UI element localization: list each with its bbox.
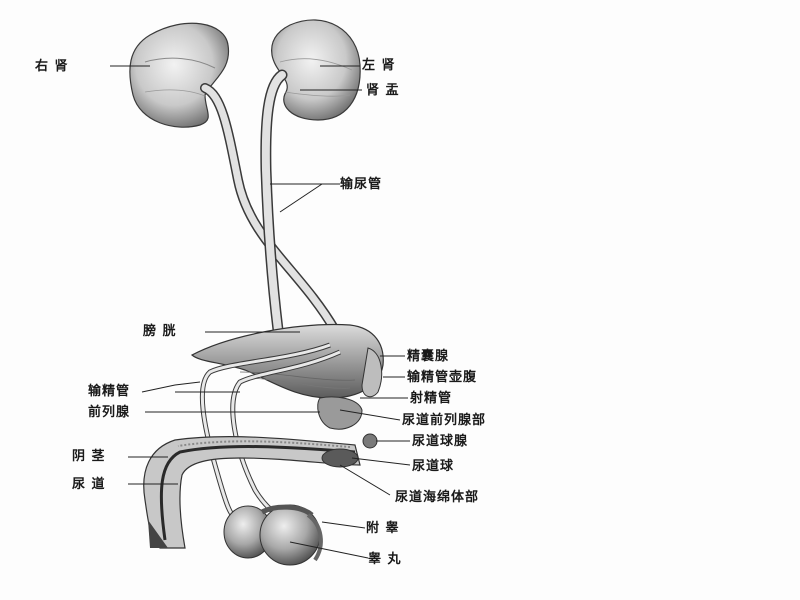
label-seminal-vesicle: 精囊腺: [407, 349, 450, 364]
prostate-shape: [317, 396, 363, 430]
label-testis: 睾 丸: [368, 552, 402, 567]
label-ampulla-ductus-deferens: 输精管壶腹: [407, 370, 478, 385]
label-prostate: 前列腺: [88, 405, 131, 420]
left-kidney: [271, 19, 361, 121]
label-right-kidney: 右 肾: [35, 59, 69, 74]
label-ureter: 输尿管: [340, 177, 383, 192]
label-ductus-deferens: 输精管: [88, 384, 131, 399]
urethral-bulb-shape: [321, 448, 359, 468]
label-penis: 阴 茎: [72, 449, 106, 464]
label-spongy-urethra: 尿道海绵体部: [395, 490, 480, 505]
label-ejaculatory-duct: 射精管: [410, 391, 453, 406]
bladder: [190, 323, 384, 399]
label-bladder: 膀 胱: [143, 324, 177, 339]
right-kidney: [129, 22, 230, 128]
label-renal-pelvis: 肾 盂: [366, 83, 400, 98]
label-epididymis: 附 睾: [366, 521, 400, 536]
leader-lines: [110, 65, 411, 559]
penis-shape: [143, 436, 361, 549]
label-urethra: 尿 道: [72, 477, 106, 492]
label-left-kidney: 左 肾: [362, 58, 396, 73]
testes: [223, 504, 323, 566]
bulbourethral-gland-shape: [362, 433, 378, 449]
label-bulbourethral-gland: 尿道球腺: [412, 434, 469, 449]
label-urethral-bulb: 尿道球: [412, 459, 455, 474]
seminal-vesicle-shape: [361, 347, 383, 398]
label-prostatic-urethra: 尿道前列腺部: [402, 413, 487, 428]
